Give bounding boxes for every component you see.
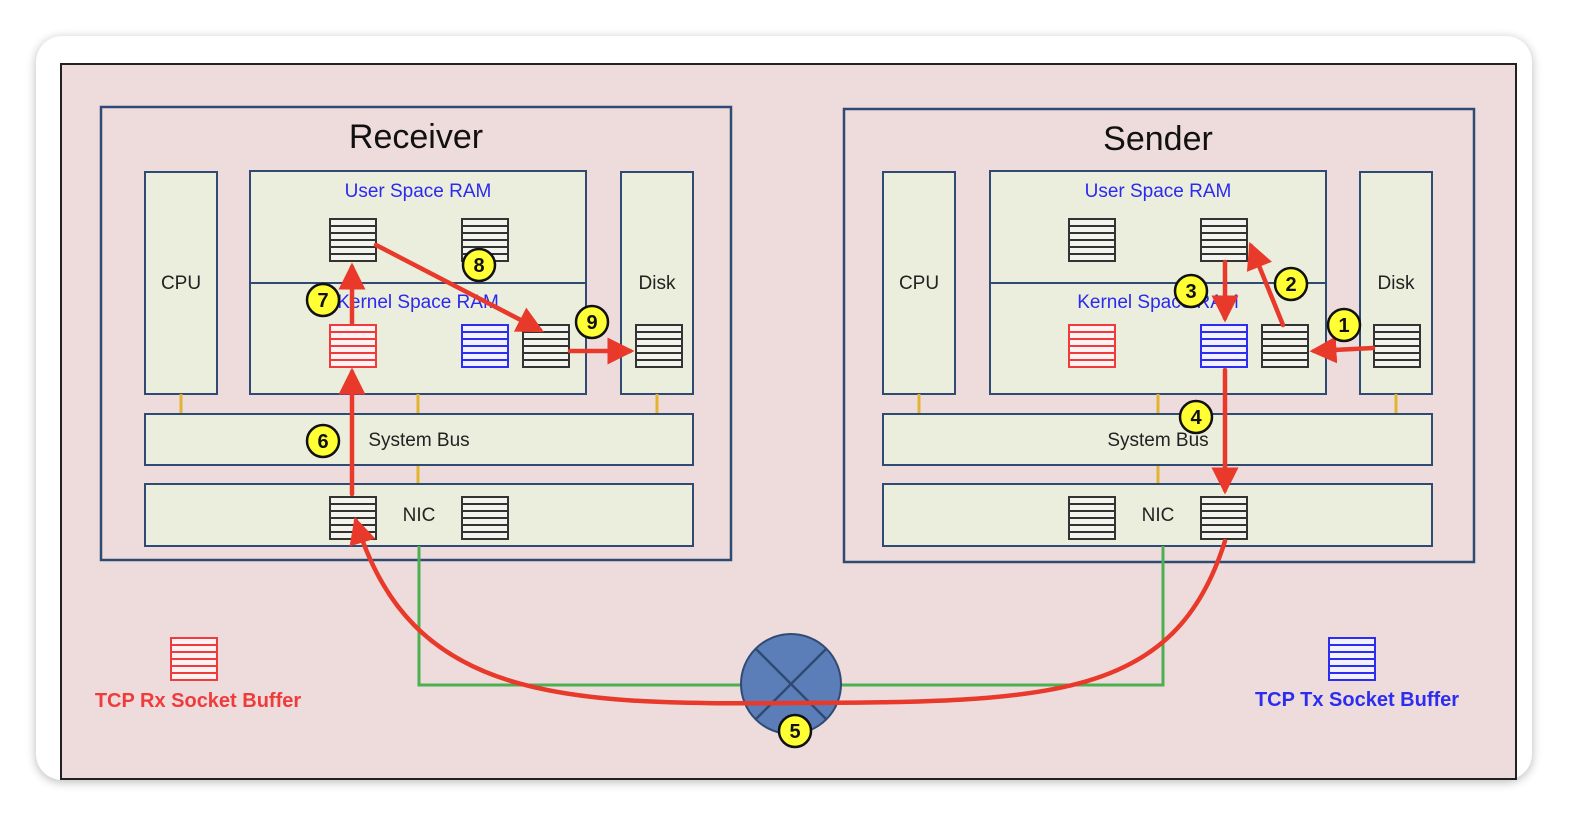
step-marker: 1	[1326, 307, 1362, 343]
legend-rx-buffer-icon	[170, 637, 218, 681]
svg-text:7: 7	[317, 290, 328, 312]
receiver-network-link	[417, 546, 745, 687]
sender-tx-socket-buffer-icon	[1200, 324, 1248, 368]
step-marker: 3	[1173, 273, 1209, 309]
receiver-cpu-label: CPU	[161, 273, 201, 294]
legend-tx-buffer-icon	[1328, 637, 1376, 681]
sender-user-space-box	[989, 170, 1327, 284]
sender-disk-buffer-icon	[1373, 324, 1421, 368]
legend-rx-buffer-shape	[170, 637, 218, 681]
svg-text:4: 4	[1190, 407, 1202, 429]
legend-tx-buffer-shape	[1328, 637, 1376, 681]
svg-text:5: 5	[789, 721, 800, 743]
sender-user-buffer-icon	[1200, 218, 1248, 262]
receiver-frame	[99, 105, 733, 562]
sender-kernel-space-label: Kernel Space RAM	[1077, 292, 1239, 313]
sender-user-buffer-icon	[1068, 218, 1116, 262]
sender-disk-label: Disk	[1378, 273, 1415, 294]
receiver-user-space-label: User Space RAM	[345, 181, 492, 202]
sender-rx-socket-buffer-icon	[1068, 324, 1116, 368]
step-marker: 2	[1273, 266, 1309, 302]
step-marker: 6	[305, 423, 341, 459]
receiver-disk-label: Disk	[639, 273, 676, 294]
legend-rx-label: TCP Rx Socket Buffer	[95, 690, 302, 712]
sender-cpu-label: CPU	[899, 273, 939, 294]
step-marker: 8	[461, 247, 497, 283]
sender-kernel-buffer-icon	[1261, 324, 1309, 368]
svg-text:1: 1	[1338, 315, 1349, 337]
sender-system-bus	[882, 413, 1433, 466]
arrow-step-8	[373, 242, 544, 333]
sender-user-space-label: User Space RAM	[1085, 181, 1232, 202]
sender-nic-box	[882, 483, 1433, 547]
arrow-step-2	[1246, 241, 1286, 328]
sender-nic-label: NIC	[1142, 505, 1175, 526]
receiver-tx-socket-buffer-icon	[461, 324, 509, 368]
step-marker: 5	[777, 713, 813, 749]
data-flow-arrows	[338, 241, 1376, 706]
receiver-kernel-space-label: Kernel Space RAM	[337, 292, 499, 313]
receiver-nic-label: NIC	[403, 505, 436, 526]
receiver-disk-buffer-icon	[635, 324, 683, 368]
sender-title: Sender	[1103, 120, 1213, 158]
sender-nic-buffer-icon	[1200, 496, 1248, 540]
receiver-user-buffer-icon	[329, 218, 377, 262]
arrow-step-1	[1309, 336, 1376, 364]
receiver-system-bus-label: System Bus	[368, 430, 469, 451]
sender-system-bus-label: System Bus	[1107, 430, 1208, 451]
receiver-kernel-buffer-icon	[522, 324, 570, 368]
sender-network-link	[837, 546, 1165, 687]
sender-frame	[842, 107, 1476, 564]
svg-text:3: 3	[1185, 281, 1196, 303]
receiver-nic-box	[144, 483, 694, 547]
step-marker: 7	[305, 282, 341, 318]
svg-text:9: 9	[586, 312, 597, 334]
receiver-rx-socket-buffer-icon	[329, 324, 377, 368]
svg-text:8: 8	[473, 255, 484, 277]
arrow-step-5	[349, 516, 1228, 706]
svg-text:6: 6	[317, 431, 328, 453]
receiver-system-bus	[144, 413, 694, 466]
receiver-nic-buffer-icon	[461, 496, 509, 540]
receiver-cpu-box	[144, 171, 218, 395]
receiver-nic-buffer-icon	[329, 496, 377, 540]
step-marker: 4	[1178, 399, 1214, 435]
legend-tx-label: TCP Tx Socket Buffer	[1255, 689, 1459, 711]
step-marker: 9	[574, 304, 610, 340]
svg-text:2: 2	[1285, 274, 1296, 296]
sender-nic-buffer-icon	[1068, 496, 1116, 540]
receiver-title: Receiver	[349, 118, 483, 156]
